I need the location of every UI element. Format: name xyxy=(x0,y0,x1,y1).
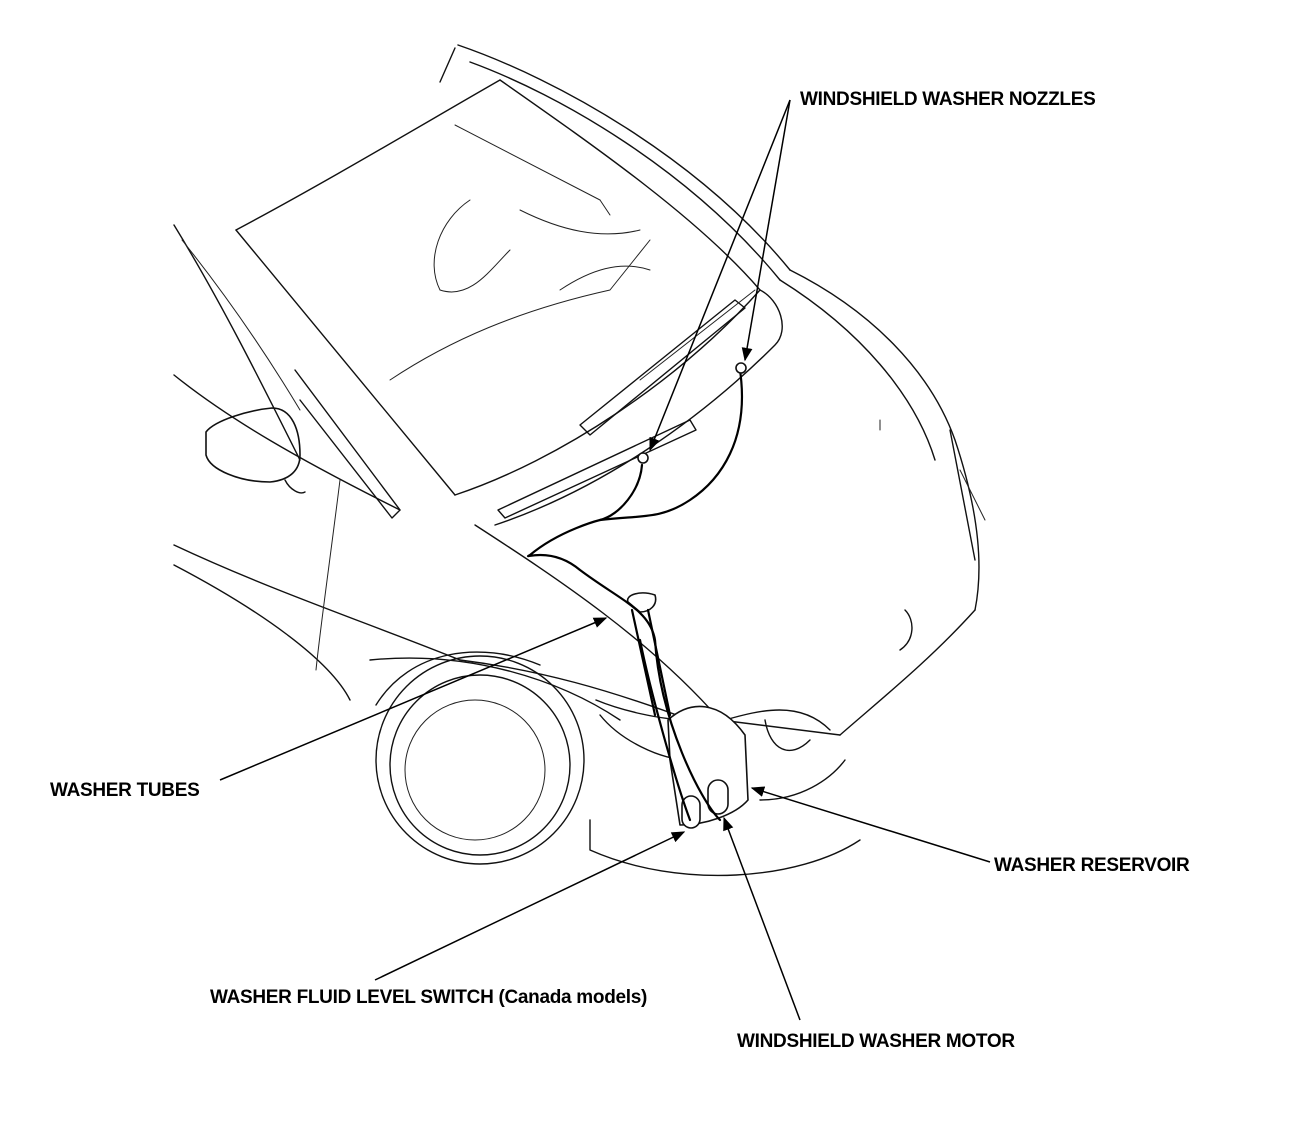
cowl xyxy=(454,289,783,526)
front-wheel xyxy=(375,651,585,865)
label-washer-reservoir: WASHER RESERVOIR xyxy=(994,855,1190,876)
hood xyxy=(474,269,986,736)
label-windshield-washer-motor: WINDSHIELD WASHER MOTOR xyxy=(737,1031,1015,1052)
side-mirror xyxy=(205,407,306,494)
roof-outline xyxy=(439,44,791,281)
front-bumper xyxy=(589,609,913,877)
windshield xyxy=(235,79,761,496)
leader-lines xyxy=(219,99,991,1021)
washer-reservoir xyxy=(626,592,749,826)
washer-tubes xyxy=(527,368,744,822)
label-washer-tubes: WASHER TUBES xyxy=(50,780,200,801)
label-washer-fluid-level-switch: WASHER FLUID LEVEL SWITCH (Canada models… xyxy=(210,987,648,1008)
label-windshield-washer-nozzles: WINDSHIELD WASHER NOZZLES xyxy=(800,89,1096,110)
reservoir-cylinders xyxy=(681,779,729,829)
washer-nozzles xyxy=(637,362,747,464)
wiper-blades xyxy=(497,289,756,519)
body-side xyxy=(173,224,691,721)
